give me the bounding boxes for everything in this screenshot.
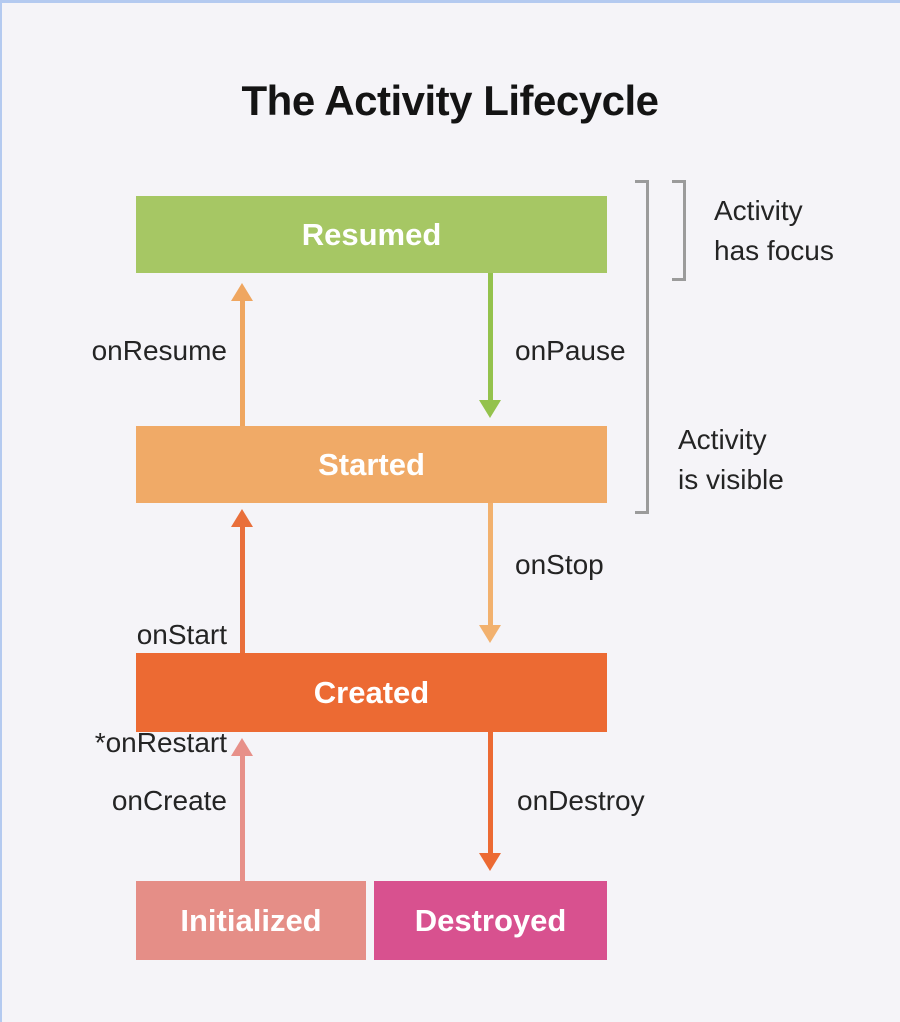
transition-label-onstop: onStop bbox=[515, 549, 604, 580]
onresume-arrow-up-icon bbox=[231, 283, 253, 426]
state-label-initialized: Initialized bbox=[180, 902, 322, 938]
state-box-started: Started bbox=[136, 426, 607, 503]
onpause-arrow-down-icon bbox=[479, 273, 501, 418]
ondestroy-arrow-down-icon bbox=[479, 732, 501, 871]
transition-label-onresume: onResume bbox=[91, 335, 227, 366]
state-box-initialized: Initialized bbox=[136, 881, 366, 960]
arrowhead-down-icon bbox=[479, 400, 501, 418]
transition-label-line1: onStart bbox=[136, 619, 227, 650]
bracket-activity-is-visible bbox=[635, 180, 649, 514]
arrow-shaft bbox=[487, 273, 493, 400]
transition-label-onpause: onPause bbox=[515, 335, 626, 366]
state-label-created: Created bbox=[313, 674, 430, 710]
state-box-resumed: Resumed bbox=[136, 196, 607, 273]
arrow-shaft bbox=[487, 503, 493, 625]
arrowhead-down-icon bbox=[479, 853, 501, 871]
state-label-resumed: Resumed bbox=[301, 216, 442, 252]
arrow-shaft bbox=[239, 301, 245, 426]
arrowhead-down-icon bbox=[479, 625, 501, 643]
oncreate-arrow-up-icon bbox=[231, 738, 253, 881]
annotation-activity-has-focus: Activity has focus bbox=[714, 191, 834, 271]
arrow-shaft bbox=[239, 527, 245, 653]
annotation-activity-is-visible: Activity is visible bbox=[678, 420, 784, 500]
arrow-shaft bbox=[487, 732, 493, 853]
page-title: The Activity Lifecycle bbox=[241, 77, 659, 124]
onstop-arrow-down-icon bbox=[479, 503, 501, 643]
state-label-destroyed: Destroyed bbox=[414, 902, 567, 938]
annotation-line2: is visible bbox=[678, 464, 784, 495]
arrowhead-up-icon bbox=[231, 509, 253, 527]
annotation-line2: has focus bbox=[714, 235, 834, 266]
transition-label-oncreate: onCreate bbox=[111, 785, 227, 816]
arrowhead-up-icon bbox=[231, 738, 253, 756]
transition-label-onstart-onrestart: onStart *onRestart bbox=[42, 545, 227, 833]
annotation-line1: Activity bbox=[714, 195, 803, 226]
state-box-destroyed: Destroyed bbox=[374, 881, 607, 960]
bracket-activity-has-focus bbox=[672, 180, 686, 281]
transition-label-ondestroy: onDestroy bbox=[517, 785, 645, 816]
arrowhead-up-icon bbox=[231, 283, 253, 301]
arrow-shaft bbox=[239, 756, 245, 881]
onstart-arrow-up-icon bbox=[231, 509, 253, 653]
state-box-created: Created bbox=[136, 653, 607, 732]
annotation-line1: Activity bbox=[678, 424, 767, 455]
transition-label-line2: *onRestart bbox=[94, 727, 227, 758]
state-label-started: Started bbox=[318, 446, 425, 482]
